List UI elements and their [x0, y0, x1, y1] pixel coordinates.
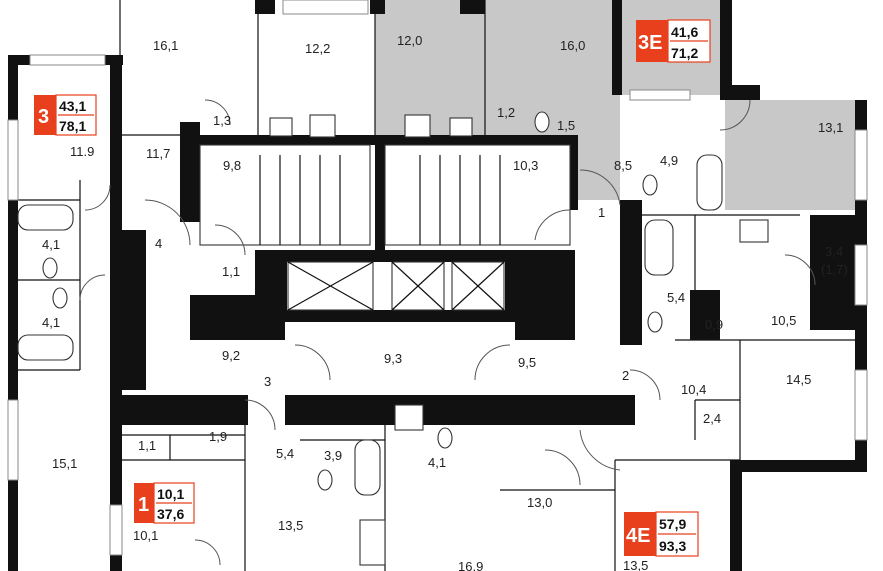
room-label: 4,1 — [428, 455, 446, 470]
room-label: 2,4 — [703, 411, 721, 426]
apartment-living-area: 41,6 — [671, 24, 698, 40]
room-label: 2 — [622, 368, 629, 383]
room-label: 13,5 — [278, 518, 303, 533]
room-label: 1,2 — [497, 105, 515, 120]
room-label: 15,1 — [52, 456, 77, 471]
apartment-living-area: 43,1 — [59, 98, 86, 114]
apartment-living-area: 57,9 — [659, 516, 686, 532]
room-label: 0,9 — [705, 317, 723, 332]
apartment-badge-1[interactable]: 1 10,1 37,6 — [134, 482, 195, 524]
room-label: 11.9 — [70, 144, 94, 159]
room-label: 9,3 — [384, 351, 402, 366]
room-label: 12,0 — [397, 33, 422, 48]
apartment-total-area: 93,3 — [659, 538, 686, 554]
room-label: 10,1 — [133, 528, 158, 543]
room-label: 8,5 — [614, 158, 632, 173]
stair-lines — [259, 155, 501, 245]
room-label: 13,1 — [818, 120, 843, 135]
room-label: 1,9 — [209, 429, 227, 444]
room-label: 12,2 — [305, 41, 330, 56]
room-label: (1,7) — [821, 262, 848, 277]
apartment-code: 3 — [38, 106, 49, 128]
doors — [79, 99, 816, 566]
walls — [8, 0, 867, 571]
room-label: 4 — [155, 236, 162, 251]
apartment-badge-3[interactable]: 3 43,1 78,1 — [34, 94, 97, 136]
room-label: 13,0 — [527, 495, 552, 510]
room-label: 5,4 — [276, 446, 294, 461]
room-label: 9,2 — [222, 348, 240, 363]
apartment-total-area: 37,6 — [157, 506, 184, 522]
apartment-total-area: 78,1 — [59, 118, 86, 134]
apartment-living-area: 10,1 — [157, 486, 184, 502]
room-label: 16,0 — [560, 38, 585, 53]
shaded-areas — [375, 0, 860, 210]
apartment-code: 1 — [138, 494, 149, 516]
room-label: 3,4 — [825, 244, 843, 259]
room-label: 1,1 — [222, 264, 240, 279]
room-label: 4,9 — [660, 153, 678, 168]
room-label: 10,3 — [513, 158, 538, 173]
room-label: 5,4 — [667, 290, 685, 305]
room-label: 9,8 — [223, 158, 241, 173]
room-label: 3,9 — [324, 448, 342, 463]
room-label: 14,5 — [786, 372, 811, 387]
apartment-badge-3e[interactable]: 3Е 41,6 71,2 — [636, 19, 711, 63]
room-label: 3 — [264, 374, 271, 389]
room-label: 9,5 — [518, 355, 536, 370]
room-label: 13,5 — [623, 558, 648, 571]
room-labels: 16,1 12,2 12,0 16,0 11.9 11,7 1,3 9,8 1,… — [42, 33, 848, 571]
room-label: 4,1 — [42, 237, 60, 252]
room-label: 10,5 — [771, 313, 796, 328]
room-label: 16,1 — [153, 38, 178, 53]
windows — [7, 0, 868, 556]
apartment-total-area: 71,2 — [671, 45, 698, 61]
apartment-badge-4e[interactable]: 4Е 57,9 93,3 — [624, 511, 699, 557]
room-label: 16,9 — [458, 559, 483, 571]
room-label: 4,1 — [42, 315, 60, 330]
room-label: 1,5 — [557, 118, 575, 133]
room-label: 1 — [598, 205, 605, 220]
room-label: 11,7 — [146, 146, 170, 161]
room-label: 10,4 — [681, 382, 706, 397]
apartment-code: 4Е — [626, 525, 650, 547]
fixtures — [17, 111, 769, 566]
apartment-code: 3Е — [638, 32, 662, 54]
room-label: 1,3 — [213, 113, 231, 128]
room-label: 1,1 — [138, 438, 156, 453]
